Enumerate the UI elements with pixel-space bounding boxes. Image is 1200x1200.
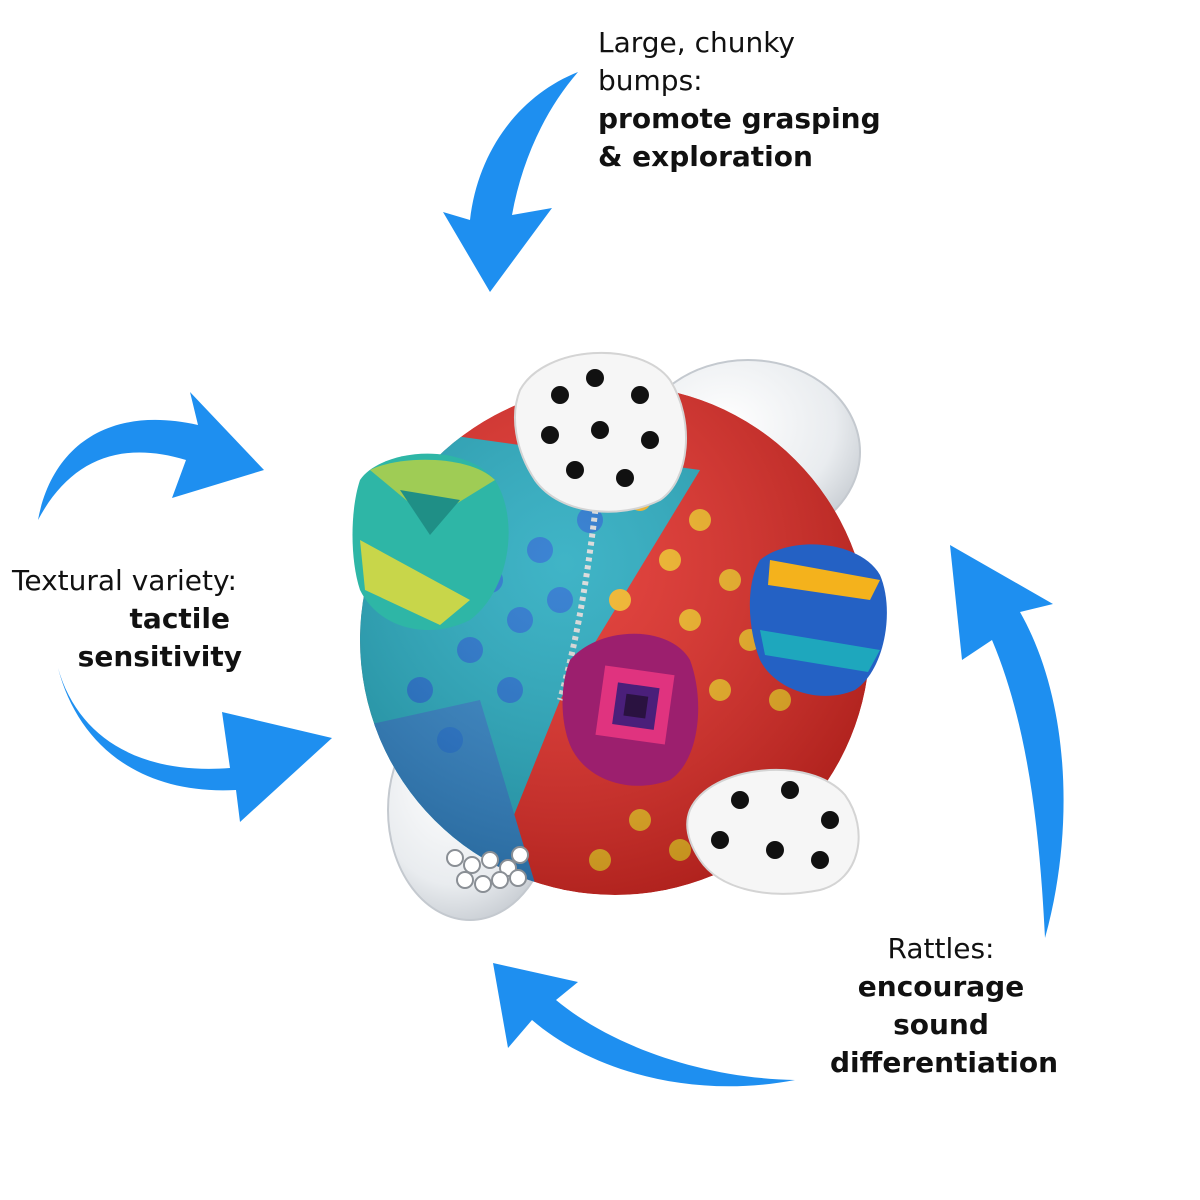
curved-arrow-icon <box>38 392 264 520</box>
sensory-ball-image <box>352 351 887 921</box>
curved-arrow-icon <box>493 963 795 1087</box>
callout-grasping: Large, chunky bumps: promote grasping & … <box>598 24 881 176</box>
callout-intro-line: bumps: <box>598 64 703 97</box>
callout-benefit-line: sound <box>893 1008 989 1041</box>
callout-benefit-line: promote grasping <box>598 102 881 135</box>
curved-arrow-icon <box>58 668 332 822</box>
callout-benefit-line: encourage <box>857 970 1025 1003</box>
callout-intro-line: Textural variety: <box>12 564 237 597</box>
callout-intro-line: Large, chunky <box>598 26 795 59</box>
callout-benefit-line: tactile <box>129 602 230 635</box>
curved-arrow-icon <box>443 72 578 292</box>
callout-benefit-line: differentiation <box>830 1046 1059 1079</box>
callout-benefit-line: & exploration <box>598 140 813 173</box>
callout-texture: Textural variety: tactile sensitivity <box>12 562 242 676</box>
curved-arrow-icon <box>950 545 1064 938</box>
callout-intro-line: Rattles: <box>887 932 995 965</box>
callout-rattles: Rattles: encourage sound differentiation <box>830 930 1059 1082</box>
callout-benefit-line: sensitivity <box>77 640 242 673</box>
